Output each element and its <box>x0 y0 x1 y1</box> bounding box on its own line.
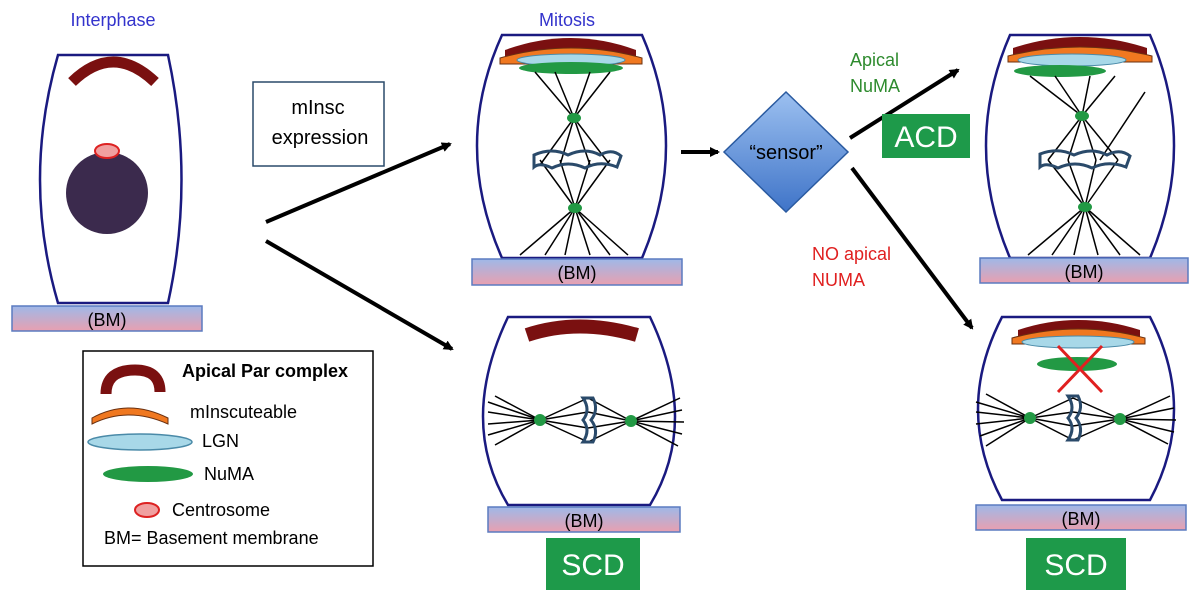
mitosis-bottom-chromosomes <box>580 396 598 444</box>
scd-right-spindle <box>975 393 1177 447</box>
legend-minscuteable-label: mInscuteable <box>190 402 297 422</box>
legend-lgn-icon <box>87 433 193 451</box>
interphase-bm-label: (BM) <box>88 310 127 330</box>
mitosis-bottom-centrosome-left <box>534 414 546 426</box>
mitosis-bottom-spindle <box>487 395 685 447</box>
scd-right-cell <box>976 315 1176 502</box>
scd-right-bm-label: (BM) <box>1062 509 1101 529</box>
acd-spindle <box>1027 75 1146 256</box>
legend-apical-par-label: Apical Par complex <box>182 361 348 381</box>
scd-right-cross <box>1056 344 1104 394</box>
legend-centrosome-label: Centrosome <box>172 500 270 520</box>
scd-right-centrosome-left <box>1024 412 1036 424</box>
mitosis-bottom-par-complex <box>524 319 639 342</box>
interphase-basement-membrane <box>11 305 203 332</box>
acd-centrosome-lower <box>1078 202 1092 212</box>
acd-lgn <box>1017 53 1127 67</box>
sensor-diamond <box>722 90 850 214</box>
mitosis-top-numa <box>519 62 623 74</box>
mitosis-top-centrosome-lower <box>568 203 582 213</box>
legend-centrosome-icon <box>134 502 160 518</box>
legend-minsc-icon <box>91 407 169 425</box>
scd-right-centrosome-right <box>1114 413 1126 425</box>
scd-right-chromosomes <box>1065 394 1083 442</box>
acd-numa <box>1014 65 1106 77</box>
arrow-to-scd-right <box>850 166 974 330</box>
arrow-to-mitosis-top <box>265 142 452 224</box>
scd-right-basement-membrane <box>975 504 1187 531</box>
mitosis-top-basement-membrane <box>471 258 683 286</box>
legend-par-icon <box>100 364 166 395</box>
minsc-expression-box <box>252 81 385 167</box>
mitosis-top-cell <box>475 33 668 260</box>
acd-chromosomes <box>1038 149 1132 171</box>
mitosis-top-chromosomes <box>532 149 623 171</box>
no-apical-label-line2: NUMA <box>812 270 865 290</box>
interphase-par-complex <box>68 56 159 87</box>
interphase-centrosome <box>94 143 120 159</box>
sensor-label: “sensor” <box>749 142 822 164</box>
scd-right-lgn <box>1021 335 1135 349</box>
mitosis-bottom-centrosome-right <box>625 415 637 427</box>
acd-centrosome-upper <box>1075 111 1089 121</box>
acd-badge-label: ACD <box>894 121 957 154</box>
interphase-nucleus <box>66 152 148 234</box>
scd-badge-right <box>1026 538 1126 590</box>
minsc-label-line1: mInsc <box>291 97 344 119</box>
legend-numa-label: NuMA <box>204 464 254 484</box>
mitosis-top-bm-label: (BM) <box>558 263 597 283</box>
arrow-to-mitosis-bottom <box>264 239 454 351</box>
no-apical-label-line1: NO apical <box>812 244 891 264</box>
legend-bm-definition: BM= Basement membrane <box>104 528 319 548</box>
arrow-to-acd <box>848 68 960 140</box>
acd-bm-label: (BM) <box>1065 262 1104 282</box>
acd-badge <box>882 114 970 158</box>
mitosis-title: Mitosis <box>539 10 595 30</box>
legend-numa-icon <box>103 466 193 482</box>
scd-badge-left-label: SCD <box>561 549 624 582</box>
mitosis-top-centrosome-upper <box>567 113 581 123</box>
legend-box <box>82 350 374 567</box>
interphase-title: Interphase <box>70 10 155 30</box>
mitosis-bottom-cell <box>481 315 677 507</box>
scd-badge-right-label: SCD <box>1044 549 1107 582</box>
mitosis-bottom-bm-label: (BM) <box>565 511 604 531</box>
mitosis-bottom-basement-membrane <box>487 506 681 533</box>
apical-numa-label-line2: NuMA <box>850 76 900 96</box>
legend-lgn-label: LGN <box>202 431 239 451</box>
minsc-label-line2: expression <box>272 127 369 149</box>
scd-badge-left <box>546 538 640 590</box>
acd-basement-membrane <box>979 257 1189 284</box>
apical-numa-label-line1: Apical <box>850 50 899 70</box>
mitosis-top-spindle <box>519 71 629 256</box>
